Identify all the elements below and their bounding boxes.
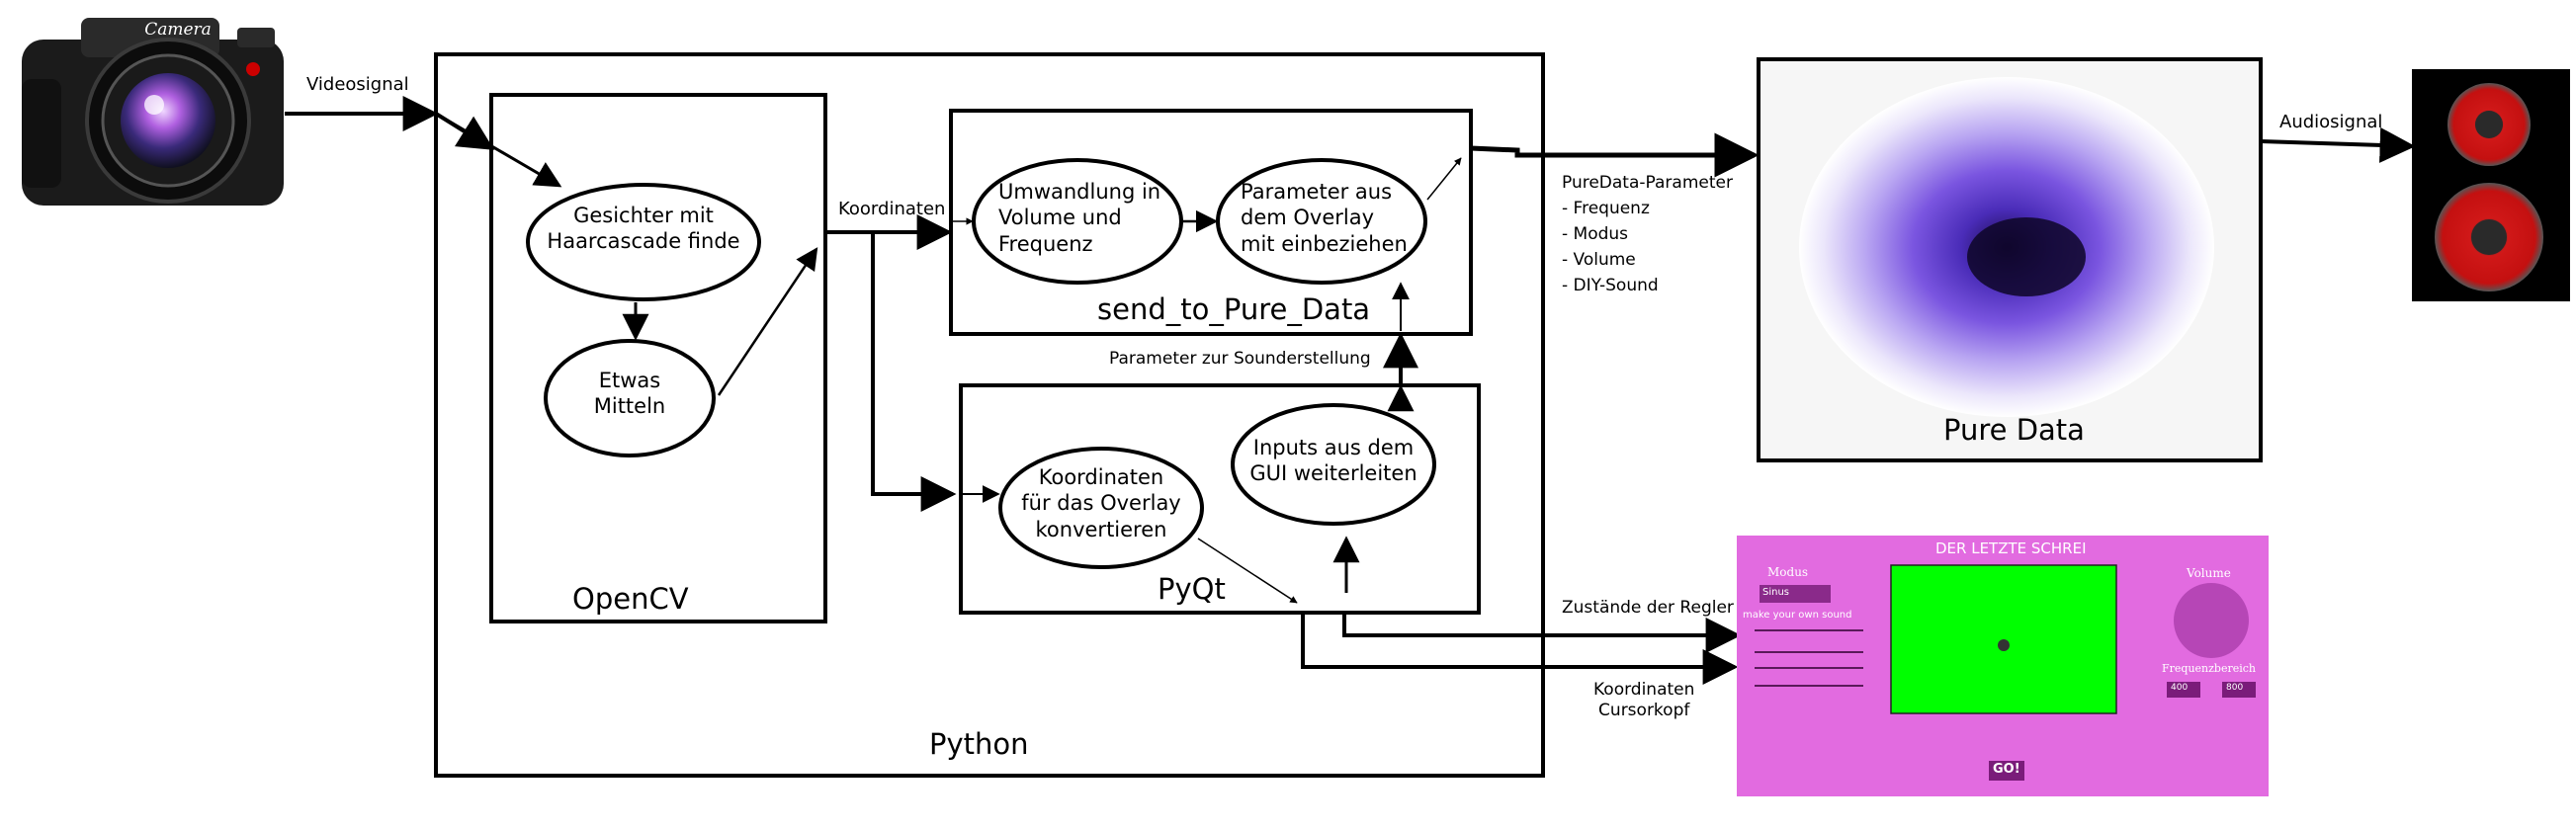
- label-opencv: OpenCV: [572, 582, 689, 616]
- label-send-to-pure-data: send_to_Pure_Data: [1097, 292, 1371, 326]
- python-box: [434, 52, 1545, 778]
- label-koordinaten-cursor: Koordinaten Cursorkopf: [1593, 680, 1695, 721]
- opencv-box: [489, 93, 827, 623]
- puredata-params-title: PureData-Parameter: [1562, 173, 1733, 193]
- label-audiosignal: Audiosignal: [2279, 112, 2383, 132]
- label-parameter-sound: Parameter zur Sounderstellung: [1109, 349, 1371, 369]
- gui-volume-knob[interactable]: [2174, 583, 2249, 658]
- node-mitteln: [544, 339, 716, 457]
- node-koordinaten-overlay: [998, 447, 1204, 569]
- gui-freq-min-value[interactable]: 400: [2171, 683, 2189, 693]
- puredata-params: PureData-Parameter - Frequenz - Modus - …: [1562, 170, 1733, 298]
- label-pyqt: PyQt: [1158, 572, 1226, 606]
- gui-title: DER LETZTE SCHREI: [1935, 540, 2087, 557]
- node-gesichter: [526, 183, 761, 301]
- camera-brand: Camera: [144, 20, 212, 40]
- gui-go-button[interactable]: [1989, 761, 2024, 781]
- gui-modus-value[interactable]: Sinus: [1762, 587, 1790, 598]
- gui-freq-label: Frequenzbereich: [2162, 662, 2256, 675]
- gui-modus-select[interactable]: [1760, 585, 1831, 603]
- gui-freq-max[interactable]: [2222, 682, 2256, 698]
- gui-freq-max-value[interactable]: 800: [2226, 683, 2244, 693]
- arrows: [285, 96, 2416, 685]
- gui-freq-min[interactable]: [2167, 682, 2200, 698]
- camera-image: [22, 18, 284, 206]
- label-pure-data: Pure Data: [1943, 413, 2085, 447]
- gui-modus-label: Modus: [1767, 565, 1809, 579]
- node-inputs-gui: [1231, 403, 1436, 526]
- gui-window: [1737, 536, 2269, 796]
- pyqt-box: [959, 383, 1481, 615]
- label-python: Python: [929, 727, 1029, 761]
- gui-make-sound: make your own sound: [1743, 610, 1852, 621]
- node-umwandlung: [972, 158, 1183, 285]
- gui-volume-label: Volume: [2187, 566, 2231, 580]
- label-zustaende: Zustände der Regler: [1562, 598, 1734, 618]
- speakers-image: [2412, 69, 2570, 301]
- label-videosignal: Videosignal: [306, 74, 409, 95]
- gui-go-label[interactable]: GO!: [1993, 762, 2020, 777]
- label-koordinaten: Koordinaten: [838, 199, 946, 219]
